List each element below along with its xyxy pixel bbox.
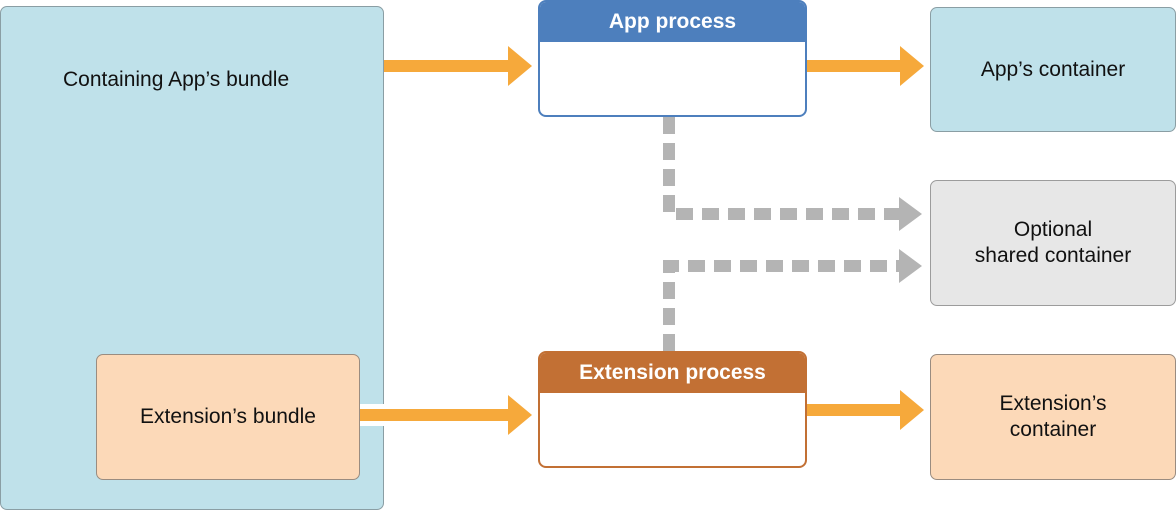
arrow-ext-process-to-container <box>807 390 924 430</box>
containing-app-bundle-label: Containing App’s bundle <box>63 68 290 91</box>
arrow-ext-bundle-to-ext-process <box>360 395 532 435</box>
extension-bundle-label: Extension’s bundle <box>140 405 316 428</box>
app-process-header: App process <box>540 2 805 42</box>
dashed-arrow-app-to-shared <box>663 117 922 231</box>
shared-container-label-line-2: shared container <box>974 244 1132 267</box>
dashed-arrow-extension-to-shared <box>663 249 922 351</box>
arrow-app-process-to-container <box>807 46 924 86</box>
extension-process-header: Extension process <box>540 353 805 393</box>
extension-container: Extension’s container <box>930 354 1176 480</box>
app-process: App process <box>538 0 807 117</box>
extension-container-label-line-2: container <box>1009 418 1097 441</box>
arrow-bundle-to-app-process <box>384 46 532 86</box>
apps-container-label: App’s container <box>980 57 1126 81</box>
extension-process: Extension process <box>538 351 807 468</box>
extension-container-label-line-1: Extension’s <box>999 392 1107 415</box>
apps-container: App’s container <box>930 7 1176 132</box>
shared-container-label-line-1: Optional <box>1013 218 1093 241</box>
optional-shared-container: Optional shared container <box>930 180 1176 306</box>
extension-bundle: Extension’s bundle <box>96 354 360 480</box>
